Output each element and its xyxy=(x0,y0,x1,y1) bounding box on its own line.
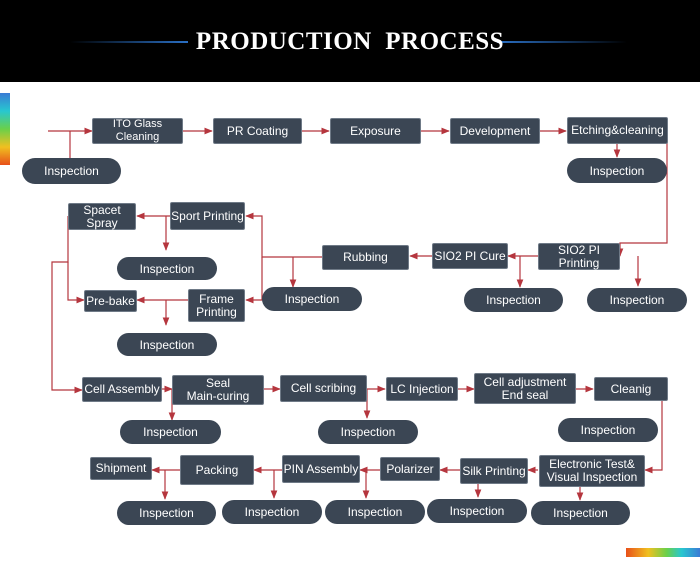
inspection-pill: Inspection xyxy=(558,418,658,442)
page-title: PRODUCTION PROCESS xyxy=(195,28,505,55)
step-sio2-pi-cure: SIO2 PI Cure xyxy=(432,243,508,269)
inspection-pill: Inspection xyxy=(531,501,630,525)
title-rule-right xyxy=(497,41,627,43)
step-etching-cleaning: Etching&cleaning xyxy=(567,117,668,144)
inspection-pill: Inspection xyxy=(427,499,527,523)
step-polarizer: Polarizer xyxy=(380,457,440,481)
step-ito-glass-cleaning: ITO Glass Cleaning xyxy=(92,118,183,144)
connector-to-prebake xyxy=(67,262,85,304)
step-exposure: Exposure xyxy=(330,118,421,144)
inspection-pill: Inspection xyxy=(120,420,221,444)
step-packing: Packing xyxy=(180,455,254,485)
step-cell-assembly: Cell Assembly xyxy=(82,377,162,402)
step-shipment: Shipment xyxy=(90,457,152,480)
step-cell-scribing: Cell scribing xyxy=(280,375,367,402)
inspection-pill: Inspection xyxy=(567,158,667,183)
step-pr-coating: PR Coating xyxy=(213,118,302,144)
step-sport-printing: Sport Printing xyxy=(170,202,245,230)
accent-bar-bottom xyxy=(626,548,700,557)
inspection-pill: Inspection xyxy=(325,500,425,524)
inspection-pill: Inspection xyxy=(117,501,216,525)
inspection-pill: Inspection xyxy=(117,257,217,280)
connector-cleaning-to-electronic xyxy=(644,389,663,474)
step-electronic-test-visual-inspection: Electronic Test& Visual Inspection xyxy=(539,455,645,487)
step-frame-printing: Frame Printing xyxy=(188,289,245,322)
step-lc-injection: LC Injection xyxy=(386,377,458,401)
connector-spacet-to-cell-assembly xyxy=(51,216,83,394)
step-pin-assembly: PIN Assembly xyxy=(282,455,360,483)
step-development: Development xyxy=(450,118,540,144)
connector-etching-to-sio2-printing xyxy=(616,131,668,257)
step-cell-adjustment-end-seal: Cell adjustment End seal xyxy=(474,373,576,404)
inspection-pill: Inspection xyxy=(117,333,217,356)
inspection-pill: Inspection xyxy=(22,158,121,184)
inspection-pill: Inspection xyxy=(262,287,362,311)
inspection-pill: Inspection xyxy=(587,288,687,312)
connector-rubbing-to-sport xyxy=(245,212,322,258)
step-pre-bake: Pre-bake xyxy=(84,290,137,312)
connector-rubbing-to-frame xyxy=(245,257,263,304)
step-cleaning: Cleanig xyxy=(594,377,668,401)
inspection-pill: Inspection xyxy=(222,500,322,524)
step-seal-main-curing: Seal Main-curing xyxy=(172,375,264,405)
step-silk-printing: Silk Printing xyxy=(460,458,528,484)
step-rubbing: Rubbing xyxy=(322,245,409,270)
step-sio2-pi-printing: SIO2 PI Printing xyxy=(538,243,620,270)
inspection-pill: Inspection xyxy=(464,288,563,312)
accent-bar-left xyxy=(0,93,10,165)
title-rule-left xyxy=(70,41,188,43)
step-spacet-spray: Spacet Spray xyxy=(68,203,136,230)
inspection-pill: Inspection xyxy=(318,420,418,444)
